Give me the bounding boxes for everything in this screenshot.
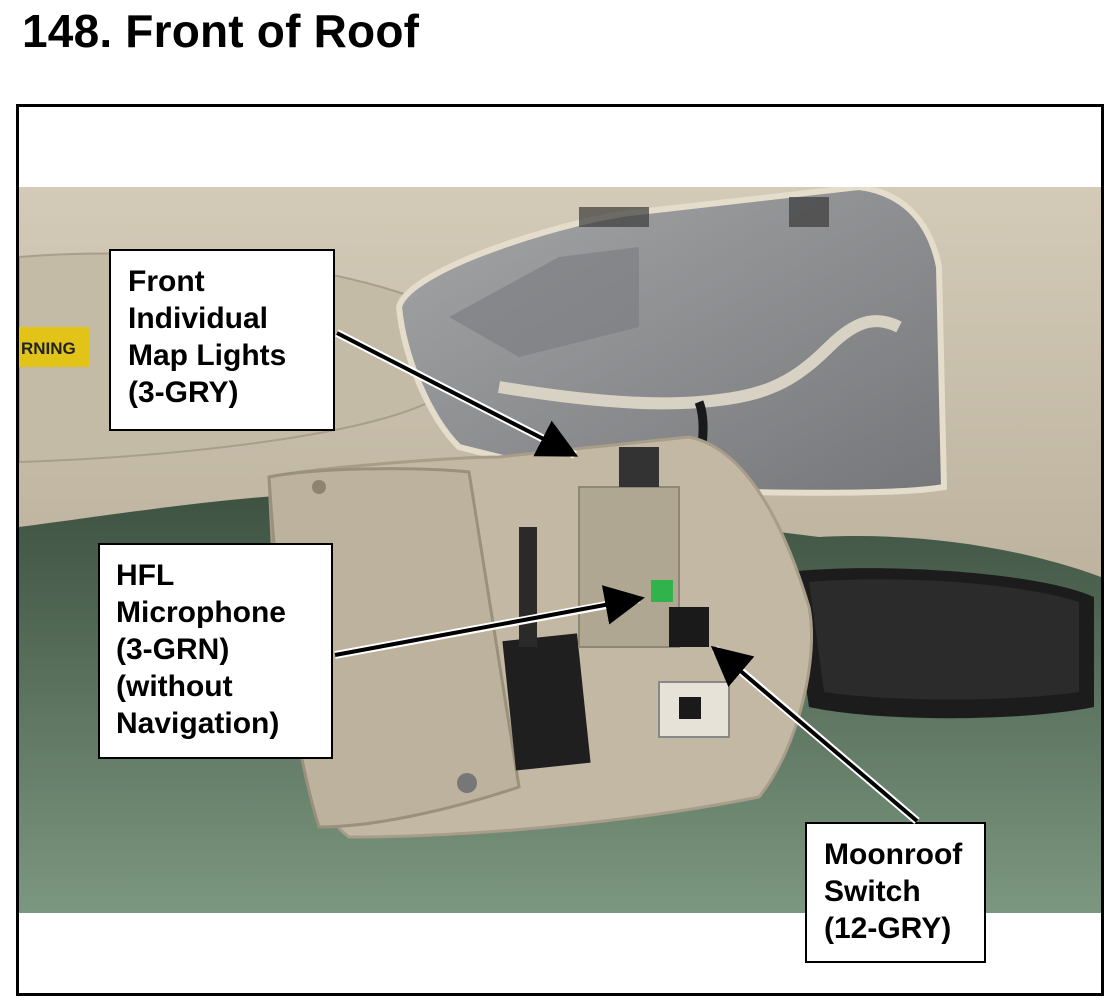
callout-line: Map Lights (128, 339, 287, 372)
callout-moonroof-switch: Moonroof Switch (12-GRY) (805, 822, 986, 963)
callout-line: (3-GRY) (128, 376, 239, 409)
callout-line: (12-GRY) (824, 912, 952, 945)
callout-line: (without (116, 670, 233, 703)
callout-line: Navigation) (116, 707, 280, 740)
callout-line: (3-GRN) (116, 633, 230, 666)
callout-front-map-lights: Front Individual Map Lights (3-GRY) (109, 249, 335, 431)
visor-warning-text: RNING (21, 339, 76, 358)
callout-hfl-microphone: HFL Microphone (3-GRN) (without Navigati… (98, 543, 333, 759)
callout-line: Microphone (116, 596, 286, 629)
callout-line: Individual (128, 302, 269, 335)
callout-line: HFL (116, 559, 175, 592)
callout-line: Moonroof (824, 838, 963, 871)
figure-frame: RNING Front Individual Map Lights (3-GRY… (16, 104, 1104, 996)
callout-line: Switch (824, 875, 921, 908)
visor-warning-label (19, 327, 89, 367)
page-title: 148. Front of Roof (22, 5, 420, 57)
callout-line: Front (128, 265, 205, 298)
leader-arrows (334, 329, 920, 825)
